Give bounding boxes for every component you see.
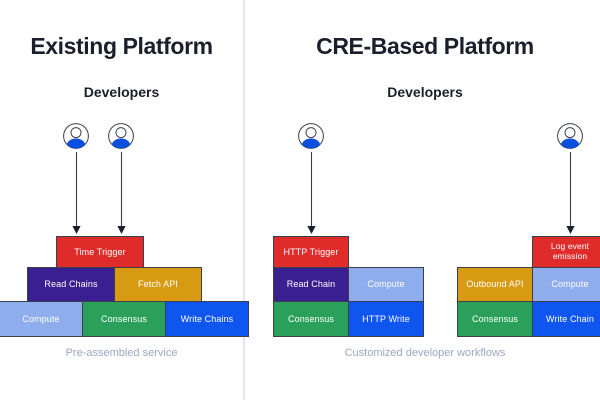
block-read-chain: Read Chain	[273, 267, 349, 302]
arrow-cre-2	[565, 152, 576, 234]
arrow-cre-1	[306, 152, 317, 234]
block-outbound-api: Outbound API	[457, 267, 533, 302]
vertical-divider	[243, 0, 245, 400]
block-label: Compute	[22, 313, 60, 324]
page-title-cre-based-platform: CRE-Based Platform	[316, 33, 534, 59]
block-consensus: Consensus	[82, 301, 166, 337]
block-label: HTTP Trigger	[283, 246, 339, 257]
avatar-developer-existing-2	[107, 122, 135, 150]
block-write-chains: Write Chains	[165, 301, 249, 337]
block-read-chains: Read Chains	[27, 267, 115, 302]
block-label: Read Chain	[286, 279, 336, 290]
block-compute: Compute	[532, 267, 600, 302]
block-label: Compute	[551, 279, 589, 290]
block-label: Fetch API	[138, 279, 178, 290]
block-consensus: Consensus	[457, 301, 533, 337]
block-http-write: HTTP Write	[348, 301, 424, 337]
block-time-trigger: Time Trigger	[56, 236, 144, 268]
page-title-existing-platform: Existing Platform	[30, 33, 213, 59]
block-fetch-api: Fetch API	[114, 267, 202, 302]
block-http-trigger: HTTP Trigger	[273, 236, 349, 268]
section-label-developers-existing: Developers	[83, 84, 160, 100]
block-label: Consensus	[101, 313, 147, 324]
block-consensus: Consensus	[273, 301, 349, 337]
arrow-existing-1	[71, 152, 82, 234]
block-label: Write Chains	[180, 313, 234, 324]
avatar-developer-cre-1	[297, 122, 325, 150]
block-label: Compute	[367, 279, 405, 290]
block-compute: Compute	[0, 301, 83, 337]
block-label: Log event emission	[550, 241, 590, 261]
block-write-chain: Write Chain	[532, 301, 600, 337]
block-label: Write Chain	[546, 313, 594, 324]
block-compute: Compute	[348, 267, 424, 302]
avatar-developer-cre-2	[556, 122, 584, 150]
block-label: HTTP Write	[362, 313, 410, 324]
caption-customized-developer-workflows: Customized developer workflows	[344, 347, 506, 359]
block-label: Consensus	[472, 313, 518, 324]
section-label-developers-cre: Developers	[387, 84, 463, 100]
block-label: Read Chains	[44, 279, 98, 290]
avatar-developer-existing-1	[62, 122, 90, 150]
block-log-event-emission: Log event emission	[532, 236, 600, 268]
arrow-existing-2	[116, 152, 127, 234]
caption-pre-assembled-service: Pre-assembled service	[65, 347, 178, 359]
block-label: Time Trigger	[74, 246, 126, 257]
block-label: Consensus	[288, 313, 334, 324]
block-label: Outbound API	[466, 279, 524, 290]
